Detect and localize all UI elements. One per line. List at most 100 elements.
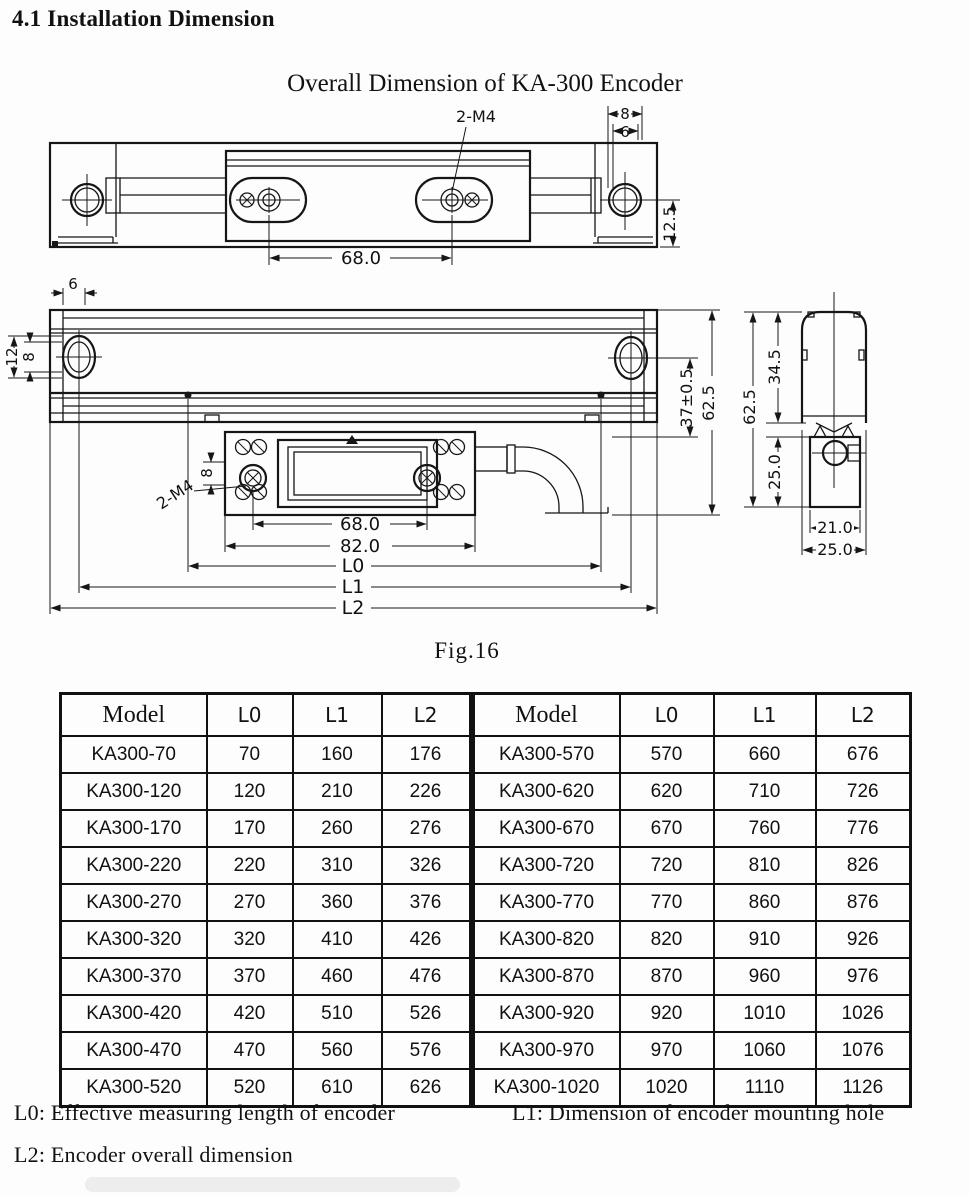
dim-cell: 920: [618, 994, 715, 1033]
model-cell: KA300-670: [468, 809, 621, 848]
dim-cell: 960: [712, 957, 817, 996]
model-cell: KA300-420: [59, 994, 208, 1033]
dim-cell: 326: [380, 846, 473, 885]
dim-label-6-front: 6: [68, 275, 78, 293]
dim-cell: 376: [380, 883, 473, 922]
dim-cell: 610: [291, 1068, 383, 1108]
dim-cell: 1110: [712, 1068, 817, 1108]
header-dim: L2: [814, 692, 912, 737]
model-cell: KA300-970: [468, 1031, 621, 1070]
model-cell: KA300-620: [468, 772, 621, 811]
dim-cell: 760: [712, 809, 817, 848]
dim-cell: 976: [814, 957, 912, 996]
model-cell: KA300-570: [468, 735, 621, 774]
dim-cell: 370: [205, 957, 294, 996]
dim-cell: 570: [618, 735, 715, 774]
dim-cell: 520: [205, 1068, 294, 1108]
dim-label-12-front: 12: [3, 347, 21, 366]
dim-cell: 420: [205, 994, 294, 1033]
model-cell: KA300-320: [59, 920, 208, 959]
dim-cell: 210: [291, 772, 383, 811]
dim-cell: 220: [205, 846, 294, 885]
dim-label-8-head: 8: [198, 468, 216, 478]
dim-label-8-top: 8: [620, 105, 630, 123]
dim-cell: 676: [814, 735, 912, 774]
dim-label-68-top: 68.0: [341, 248, 381, 269]
dim-cell: 410: [291, 920, 383, 959]
dim-cell: 710: [712, 772, 817, 811]
dim-label-thread-top: 2-M4: [456, 107, 496, 126]
dim-cell: 426: [380, 920, 473, 959]
dim-cell: 510: [291, 994, 383, 1033]
section-title: 4.1 Installation Dimension: [12, 6, 275, 31]
dim-label-l1: L1: [342, 576, 365, 598]
dim-cell: 970: [618, 1031, 715, 1070]
dim-cell: 926: [814, 920, 912, 959]
dim-cell: 720: [618, 846, 715, 885]
side-view-drawing: 34.5 62.5 25.0 21.0 25.0: [740, 292, 868, 559]
dim-cell: 726: [814, 772, 912, 811]
dim-label-34-5: 34.5: [765, 349, 784, 385]
dim-cell: 526: [380, 994, 473, 1033]
dim-cell: 1076: [814, 1031, 912, 1070]
model-cell: KA300-720: [468, 846, 621, 885]
header-dim: L1: [712, 692, 817, 737]
dim-cell: 270: [205, 883, 294, 922]
dim-label-25-horiz: 25.0: [817, 540, 853, 559]
dim-label-thread-front: 2-M4: [153, 476, 197, 514]
technical-drawing: 2-M4 8 6 12.5 68.0: [3, 105, 868, 619]
dim-cell: 160: [291, 735, 383, 774]
dim-label-21: 21.0: [817, 518, 853, 537]
header-dim: L0: [205, 692, 294, 737]
scan-smudge: [85, 1177, 460, 1192]
dim-label-6-top: 6: [620, 123, 630, 141]
dim-cell: 276: [380, 809, 473, 848]
dim-cell: 176: [380, 735, 473, 774]
dim-cell: 626: [380, 1068, 473, 1108]
model-cell: KA300-470: [59, 1031, 208, 1070]
model-cell: KA300-770: [468, 883, 621, 922]
header-model: Model: [468, 692, 621, 737]
dim-cell: 226: [380, 772, 473, 811]
dim-cell: 560: [291, 1031, 383, 1070]
legend-l2: L2: Encoder overall dimension: [14, 1142, 293, 1167]
dim-cell: 660: [712, 735, 817, 774]
dim-cell: 576: [380, 1031, 473, 1070]
header-dim: L0: [618, 692, 715, 737]
dim-cell: 70: [205, 735, 294, 774]
dim-cell: 776: [814, 809, 912, 848]
header-model: Model: [59, 692, 208, 737]
dim-label-37: 37±0.5: [677, 368, 696, 427]
dim-cell: 310: [291, 846, 383, 885]
header-dim: L1: [291, 692, 383, 737]
dim-label-l0: L0: [342, 555, 365, 577]
dim-cell: 1020: [618, 1068, 715, 1108]
model-cell: KA300-870: [468, 957, 621, 996]
dim-cell: 1010: [712, 994, 817, 1033]
front-view-drawing: 6 12 8 8 2-M4 68.0 82.0: [3, 275, 720, 619]
dim-label-62-5-side: 62.5: [740, 389, 759, 425]
dim-cell: 910: [712, 920, 817, 959]
dim-cell: 820: [618, 920, 715, 959]
dim-cell: 860: [712, 883, 817, 922]
legend-l0: L0: Effective measuring length of encode…: [14, 1100, 396, 1125]
legend-l1: L1: Dimension of encoder mounting hole: [512, 1100, 885, 1125]
dim-cell: 1126: [814, 1068, 912, 1108]
dim-label-82: 82.0: [340, 536, 380, 557]
figure-caption: Fig.16: [434, 638, 500, 663]
model-cell: KA300-820: [468, 920, 621, 959]
model-cell: KA300-920: [468, 994, 621, 1033]
model-cell: KA300-270: [59, 883, 208, 922]
dim-cell: 876: [814, 883, 912, 922]
dim-cell: 1026: [814, 994, 912, 1033]
